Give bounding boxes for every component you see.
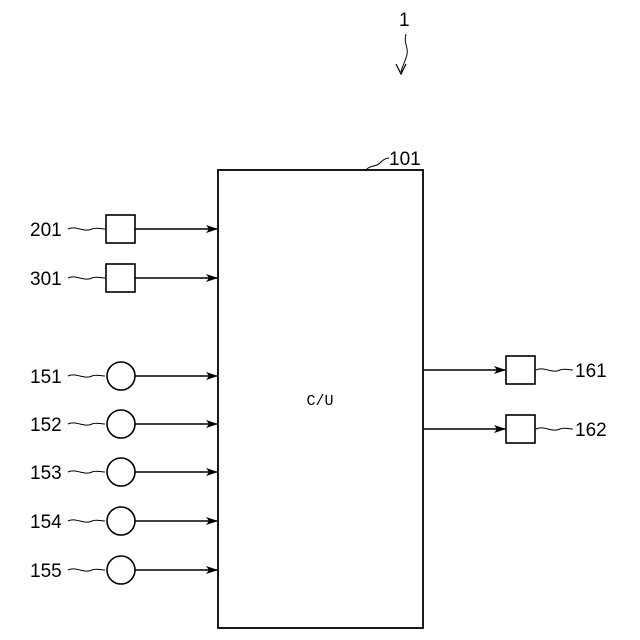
circle-sensor-symbol [107, 556, 135, 584]
output-leader [536, 428, 573, 430]
output-161: 161 [424, 356, 607, 384]
square-sensor-symbol [106, 215, 135, 243]
input-ref-label: 151 [30, 367, 62, 388]
input-ref-label: 301 [30, 269, 62, 290]
control-unit-ref-label: 101 [389, 149, 421, 170]
square-sensor-symbol [106, 264, 135, 292]
input-301: 301 [30, 264, 217, 292]
input-ref-label: 153 [30, 463, 62, 484]
input-leader [68, 375, 105, 377]
input-201: 201 [30, 215, 217, 243]
control-unit-label: C/U [306, 393, 333, 410]
output-leader [536, 369, 573, 371]
output-162: 162 [424, 415, 607, 443]
circle-sensor-symbol [107, 458, 135, 486]
input-154: 154 [30, 507, 217, 535]
input-leader [68, 277, 105, 279]
control-unit-leader [365, 158, 389, 171]
output-ref-label: 161 [575, 361, 607, 382]
output-ref-label: 162 [575, 420, 607, 441]
input-ref-label: 201 [30, 220, 62, 241]
input-ref-label: 154 [30, 512, 62, 533]
input-leader [68, 423, 105, 425]
figure-ref-label: 1 [399, 10, 410, 31]
circle-sensor-symbol [107, 507, 135, 535]
input-ref-label: 152 [30, 415, 62, 436]
inputs-layer: 201 301 151 152 153 154 155 [30, 215, 217, 584]
square-actuator-symbol [506, 415, 535, 443]
square-actuator-symbol [506, 356, 535, 384]
figure-ref-leader [401, 34, 407, 72]
circle-sensor-symbol [107, 410, 135, 438]
input-153: 153 [30, 458, 217, 486]
input-152: 152 [30, 410, 217, 438]
input-leader [68, 228, 105, 230]
input-155: 155 [30, 556, 217, 584]
outputs-layer: 161 162 [424, 356, 607, 443]
input-151: 151 [30, 362, 217, 390]
figure-ref-arrowhead [396, 64, 406, 74]
circle-sensor-symbol [107, 362, 135, 390]
input-ref-label: 155 [30, 561, 62, 582]
input-leader [68, 569, 105, 571]
input-leader [68, 520, 105, 522]
input-leader [68, 471, 105, 473]
